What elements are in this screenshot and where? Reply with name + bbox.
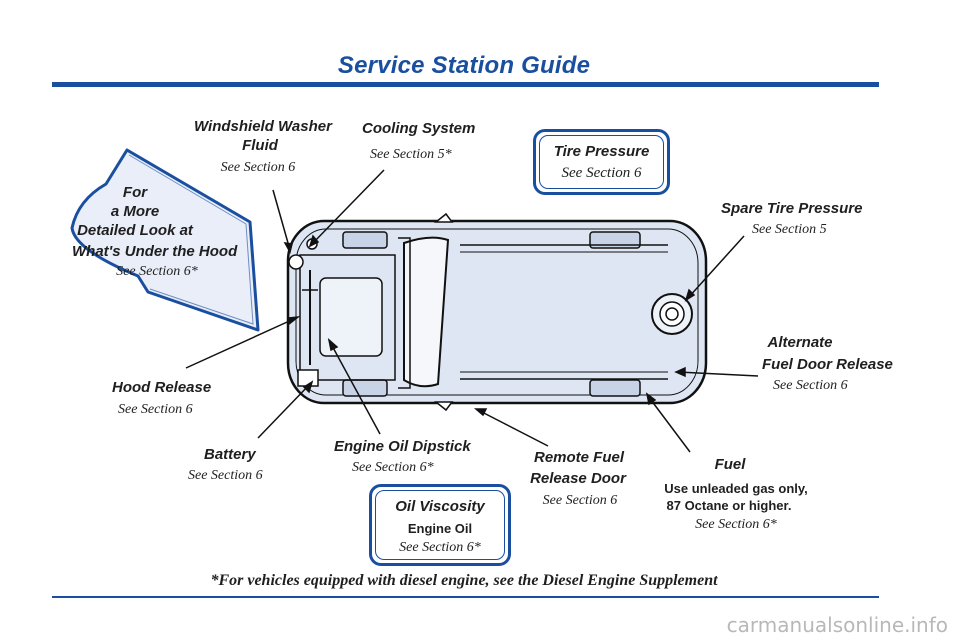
page-title: Service Station Guide	[337, 52, 591, 79]
car-body	[286, 212, 708, 412]
under-hood-arrow	[70, 148, 260, 332]
bottom-rule	[52, 596, 879, 598]
fuel-note-1: Use unleaded gas only,	[664, 481, 808, 496]
alt-fuel-line1: Alternate	[767, 334, 833, 351]
oil-viscosity-sub: Engine Oil	[407, 521, 473, 536]
alt-fuel-line2: Fuel Door Release	[762, 356, 893, 373]
oil-viscosity-box	[369, 484, 511, 566]
footnote: *For vehicles equipped with diesel engin…	[210, 572, 718, 589]
under-hood-line3: Detailed Look at	[77, 222, 193, 239]
alt-fuel-section: See Section 6	[773, 378, 848, 393]
washer-fluid-section: See Section 6	[220, 160, 296, 175]
tire-pressure-label: Tire Pressure	[553, 143, 650, 160]
remote-fuel-line2: Release Door	[530, 470, 626, 487]
under-hood-section: See Section 6*	[116, 264, 198, 279]
cooling-system-label: Cooling System	[362, 120, 476, 137]
spare-tire-label: Spare Tire Pressure	[721, 200, 863, 217]
tire-pressure-section: See Section 6	[561, 165, 642, 181]
fuel-note-2: 87 Octane or higher.	[666, 498, 792, 513]
oil-viscosity-label: Oil Viscosity	[395, 498, 485, 515]
fuel-label: Fuel	[714, 456, 746, 473]
tire-pressure-box	[533, 129, 670, 195]
title-rule	[52, 82, 879, 87]
oil-viscosity-section: See Section 6*	[399, 540, 481, 555]
washer-fluid-line2: Fluid	[242, 137, 278, 154]
under-hood-line1: For	[122, 184, 148, 201]
remote-fuel-line1: Remote Fuel	[533, 449, 624, 466]
hood-release-section: See Section 6	[118, 402, 193, 417]
hood-release-label: Hood Release	[112, 379, 212, 396]
fuel-section: See Section 6*	[695, 517, 777, 532]
remote-fuel-section: See Section 6	[542, 493, 618, 508]
washer-fluid-line1: Windshield Washer	[194, 118, 332, 135]
battery-label: Battery	[204, 446, 256, 463]
dipstick-label: Engine Oil Dipstick	[334, 438, 471, 455]
cooling-system-section: See Section 5*	[370, 147, 452, 162]
under-hood-line4: What's Under the Hood	[72, 243, 238, 260]
dipstick-section: See Section 6*	[352, 460, 434, 475]
spare-tire-section: See Section 5	[752, 222, 827, 237]
under-hood-line2: a More	[110, 203, 160, 220]
watermark: carmanualsonline.info	[726, 613, 948, 637]
battery-section: See Section 6	[188, 468, 263, 483]
